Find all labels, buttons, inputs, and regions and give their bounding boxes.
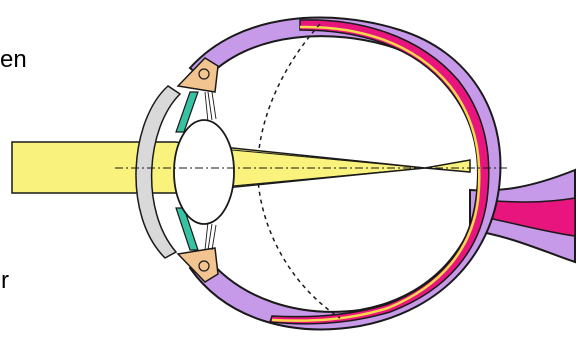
label-bottom-fragment: r <box>1 269 9 293</box>
lens <box>174 120 234 224</box>
label-top-fragment: en <box>0 48 27 72</box>
